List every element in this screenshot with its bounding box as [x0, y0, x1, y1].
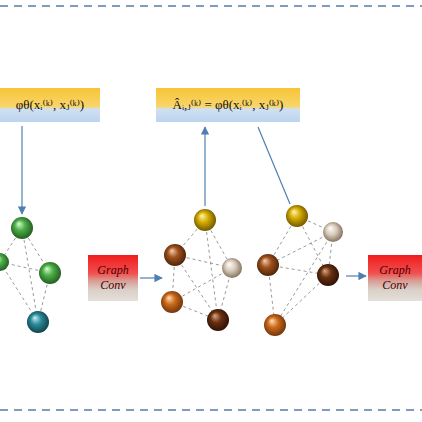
graph-conv-box: Graph Conv: [368, 255, 422, 301]
arrow: [346, 275, 366, 276]
node-sphere: [317, 264, 339, 286]
formula-band: φθ(xᵢ⁽ᵏ⁾, xⱼ⁽ᵏ⁾): [0, 88, 100, 122]
node-sphere: [286, 205, 308, 227]
node-sphere: [11, 217, 33, 239]
node-sphere: [161, 291, 183, 313]
graph-nodes: [0, 205, 343, 336]
node-sphere: [194, 209, 216, 231]
dashed-border: [0, 5, 422, 7]
arrow: [204, 127, 205, 206]
graph-edges: [0, 216, 333, 325]
formula-text: φθ(xᵢ⁽ᵏ⁾, xⱼ⁽ᵏ⁾): [16, 97, 84, 113]
box-label: Graph Conv: [370, 263, 420, 293]
box-label: Graph Conv: [90, 263, 136, 293]
node-sphere: [39, 262, 61, 284]
node-sphere: [0, 253, 9, 271]
node-sphere: [27, 311, 49, 333]
formula-band: Âᵢ,ⱼ⁽ᵏ⁾ = φθ(xᵢ⁽ᵏ⁾, xⱼ⁽ᵏ⁾): [156, 88, 300, 122]
leader-line: [258, 127, 290, 204]
dashed-border: [0, 409, 422, 411]
node-sphere: [222, 258, 242, 278]
node-sphere: [264, 314, 286, 336]
arrow: [140, 277, 162, 278]
arrow: [21, 126, 22, 214]
node-sphere: [164, 244, 186, 266]
formula-text: Âᵢ,ⱼ⁽ᵏ⁾ = φθ(xᵢ⁽ᵏ⁾, xⱼ⁽ᵏ⁾): [173, 97, 284, 113]
node-sphere: [207, 309, 229, 331]
flow-arrows: [22, 126, 366, 278]
graph-conv-box: Graph Conv: [88, 255, 138, 301]
node-sphere: [323, 222, 343, 242]
node-sphere: [257, 254, 279, 276]
